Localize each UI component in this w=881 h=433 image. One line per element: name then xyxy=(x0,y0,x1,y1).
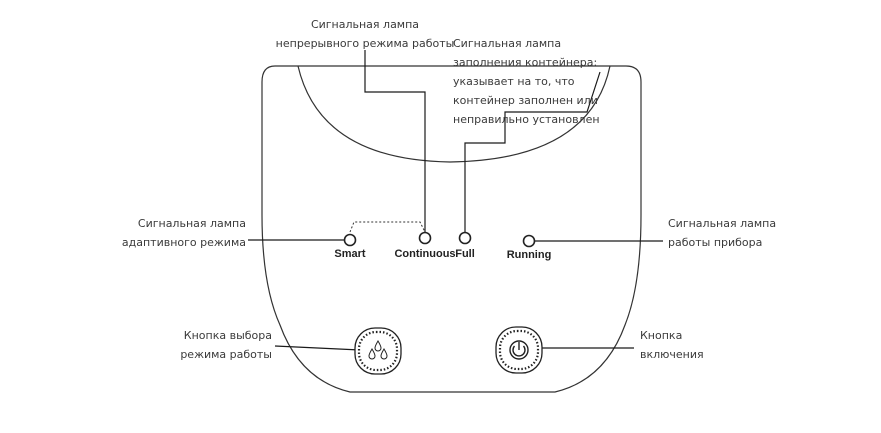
callout-line: заполнения контейнера: xyxy=(453,56,598,69)
callout-line: адаптивного режима xyxy=(121,236,246,249)
callout-line: указывает на то, что xyxy=(453,75,575,88)
smart-label: Smart xyxy=(334,248,366,260)
callout-line: Сигнальная лампа xyxy=(668,217,777,230)
callout-mode-button: Кнопка выбора режима работы xyxy=(150,326,272,364)
callout-line: Сигнальная лампа xyxy=(453,37,562,50)
continuous-indicator-lamp xyxy=(418,231,432,245)
callout-line: режима работы xyxy=(180,348,272,361)
leader-full xyxy=(464,71,601,232)
callout-continuous: Сигнальная лампа непрерывного режима раб… xyxy=(270,15,460,53)
leader-continuous xyxy=(364,50,426,232)
callout-line: Кнопка выбора xyxy=(183,329,272,342)
mode-select-button[interactable] xyxy=(354,327,402,375)
callout-line: неправильно установлен xyxy=(453,113,600,126)
full-label: Full xyxy=(455,248,475,260)
smart-indicator-lamp xyxy=(343,233,357,247)
leader-mode-button xyxy=(274,345,361,351)
callout-line: включения xyxy=(640,348,704,361)
callout-power-button: Кнопка включения xyxy=(640,326,704,364)
full-indicator-lamp xyxy=(458,231,472,245)
callout-line: Сигнальная лампа xyxy=(137,217,246,230)
callout-line: работы прибора xyxy=(668,236,763,249)
continuous-label: Continuous xyxy=(394,248,455,260)
callout-line: непрерывного режима работы xyxy=(275,37,455,50)
running-indicator-lamp xyxy=(522,234,536,248)
callout-full: Сигнальная лампа заполнения контейнера: … xyxy=(453,34,600,129)
container-recess-curve xyxy=(297,65,611,163)
power-icon xyxy=(509,340,529,360)
power-button[interactable] xyxy=(495,326,543,374)
callout-line: контейнер заполнен или xyxy=(453,94,598,107)
device-body-outline xyxy=(261,65,642,393)
callout-line: Кнопка xyxy=(640,329,683,342)
callout-smart: Сигнальная лампа адаптивного режима xyxy=(120,214,246,252)
water-drops-icon xyxy=(368,340,388,360)
running-label: Running xyxy=(507,249,552,261)
callout-running: Сигнальная лампа работы прибора xyxy=(668,214,776,252)
smart-continuous-link xyxy=(349,221,426,233)
callout-line: Сигнальная лампа xyxy=(310,18,420,31)
